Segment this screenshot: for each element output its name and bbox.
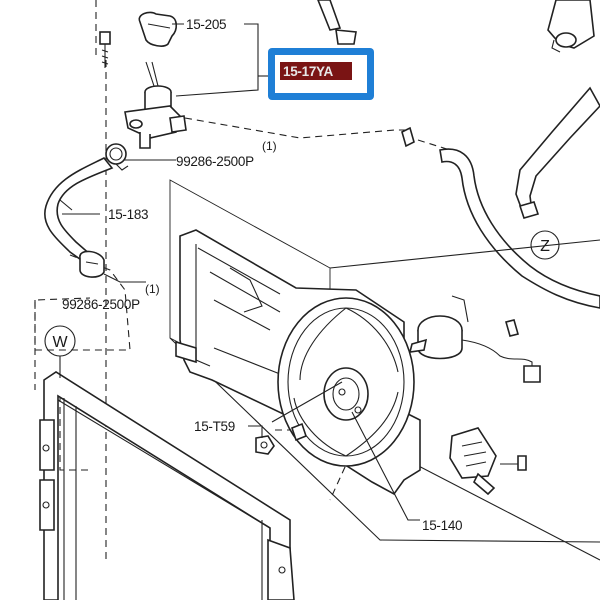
radiator-hose bbox=[44, 156, 114, 263]
label-15-140: 15-140 bbox=[422, 518, 462, 533]
label-15-183: 15-183 bbox=[108, 207, 148, 222]
hose-clamp-top bbox=[105, 143, 129, 171]
label-top-clamp-qty: (1) bbox=[262, 139, 277, 153]
overflow-hose bbox=[515, 86, 600, 219]
bypass-hose bbox=[401, 126, 600, 309]
fan-resistor bbox=[449, 427, 527, 496]
coolant-cap bbox=[138, 11, 178, 47]
radiator bbox=[39, 371, 295, 600]
fan-motor bbox=[408, 295, 541, 383]
highlight-box bbox=[280, 62, 352, 80]
label-15-t59: 15-T59 bbox=[194, 419, 235, 434]
label-bottom-clamp-qty: (1) bbox=[145, 282, 160, 296]
marker-w-letter: W bbox=[52, 334, 68, 351]
filler-neck-17ya bbox=[124, 61, 187, 149]
label-15-17ya: 15-17YA bbox=[283, 64, 333, 79]
label-99286-top: 99286-2500P bbox=[176, 154, 254, 169]
reservoir-top-right bbox=[547, 0, 595, 53]
leader-lines bbox=[62, 23, 420, 521]
bolt-t59 bbox=[255, 435, 275, 455]
upper-pipe bbox=[317, 0, 357, 45]
bolt-small-top bbox=[99, 31, 111, 68]
hose-clamp-bottom bbox=[79, 250, 105, 278]
fan-blade-assembly bbox=[277, 297, 415, 467]
marker-w: W bbox=[44, 325, 76, 378]
marker-z: Z bbox=[530, 230, 560, 260]
label-15-205: 15-205 bbox=[186, 17, 226, 32]
label-99286-bottom: 99286-2500P bbox=[62, 297, 140, 312]
marker-z-letter: Z bbox=[540, 238, 550, 255]
highlighted-part-callout[interactable]: 15-17YA bbox=[268, 48, 374, 100]
